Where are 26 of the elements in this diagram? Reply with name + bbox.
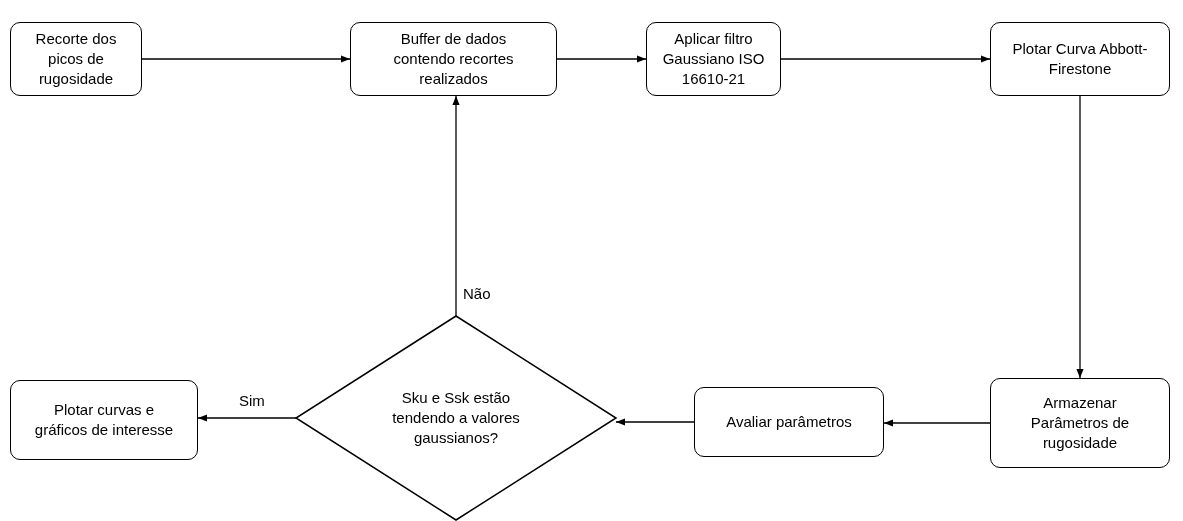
arrow bbox=[883, 419, 991, 427]
decision-diamond bbox=[296, 316, 616, 520]
edge-label: Sim bbox=[237, 392, 267, 409]
process-box bbox=[10, 22, 142, 96]
node-text: Avaliar parâmetros bbox=[726, 411, 852, 432]
process-box bbox=[646, 22, 781, 96]
node-text: Plotar curvas e gráficos de interesse bbox=[33, 399, 175, 440]
arrow bbox=[556, 55, 647, 63]
process-box bbox=[10, 380, 198, 460]
node-text: Buffer de dados contendo recortes realizados bbox=[392, 28, 515, 90]
node-text: Aplicar filtro Gaussiano ISO 16610-21 bbox=[661, 28, 766, 90]
edge-label: Não bbox=[461, 285, 493, 302]
node-text: Armazenar Parâmetros de rugosidade bbox=[1029, 392, 1131, 454]
arrow bbox=[452, 95, 460, 317]
process-box bbox=[990, 22, 1170, 96]
arrow bbox=[141, 55, 351, 63]
process-box bbox=[694, 387, 884, 457]
arrow bbox=[615, 418, 695, 426]
node-text: Recorte dos picos de rugosidade bbox=[34, 28, 118, 90]
node-text: Sku e Ssk estão tendendo a valores gaussianos? bbox=[391, 387, 521, 449]
node-text: Plotar Curva Abbott-Firestone bbox=[1011, 38, 1149, 79]
arrow bbox=[1076, 95, 1084, 379]
process-box bbox=[990, 378, 1170, 468]
process-box bbox=[350, 22, 557, 96]
arrow bbox=[780, 55, 991, 63]
arrow bbox=[197, 414, 297, 422]
